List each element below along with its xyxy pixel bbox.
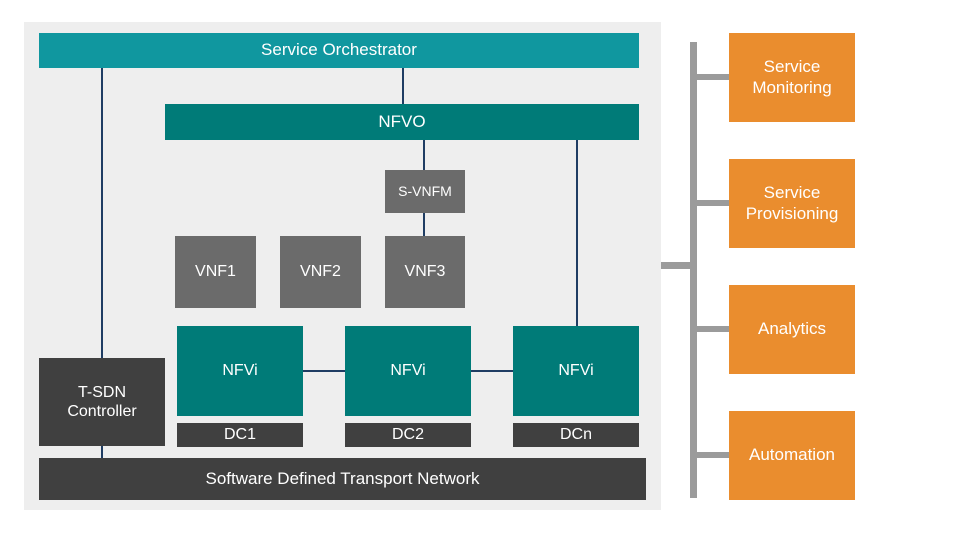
nfvi-dc1-box: NFVi bbox=[177, 326, 303, 416]
nfvo-box: NFVO bbox=[165, 104, 639, 140]
service-provisioning-box: Service Provisioning bbox=[729, 159, 855, 248]
service-bus-tap-analytics bbox=[697, 326, 729, 332]
connector-nfvi1-nfvi2 bbox=[303, 370, 345, 372]
vnf1-box: VNF1 bbox=[175, 236, 256, 308]
connector-nfvo-nfvi3 bbox=[576, 140, 578, 326]
service-orchestrator-box: Service Orchestrator bbox=[39, 33, 639, 68]
t-sdn-controller-label: T-SDN Controller bbox=[67, 383, 137, 420]
nfvi-dc2-box: NFVi bbox=[345, 326, 471, 416]
connector-orchestrator-tsdn bbox=[101, 68, 103, 358]
connector-orchestrator-nfvo bbox=[402, 68, 404, 104]
dc2-label: DC2 bbox=[345, 423, 471, 447]
service-bus-vertical bbox=[690, 42, 697, 498]
service-bus-tap-monitoring bbox=[697, 74, 729, 80]
service-bus-tap-automation bbox=[697, 452, 729, 458]
nfvi-dcn-box: NFVi bbox=[513, 326, 639, 416]
service-monitoring-label: Service Monitoring bbox=[752, 57, 832, 97]
service-bus-tap-provisioning bbox=[697, 200, 729, 206]
service-bus-feed bbox=[661, 262, 697, 269]
service-provisioning-label: Service Provisioning bbox=[745, 183, 839, 223]
connector-tsdn-transport bbox=[101, 446, 103, 458]
automation-box: Automation bbox=[729, 411, 855, 500]
dc1-label: DC1 bbox=[177, 423, 303, 447]
transport-network-box: Software Defined Transport Network bbox=[39, 458, 646, 500]
connector-svnfm-vnf3 bbox=[423, 213, 425, 236]
t-sdn-controller-box: T-SDN Controller bbox=[39, 358, 165, 446]
vnf3-box: VNF3 bbox=[385, 236, 465, 308]
dcn-label: DCn bbox=[513, 423, 639, 447]
vnf2-box: VNF2 bbox=[280, 236, 361, 308]
connector-nfvo-svnfm bbox=[423, 140, 425, 170]
connector-nfvi2-nfvi3 bbox=[471, 370, 513, 372]
s-vnfm-box: S-VNFM bbox=[385, 170, 465, 213]
service-monitoring-box: Service Monitoring bbox=[729, 33, 855, 122]
analytics-box: Analytics bbox=[729, 285, 855, 374]
